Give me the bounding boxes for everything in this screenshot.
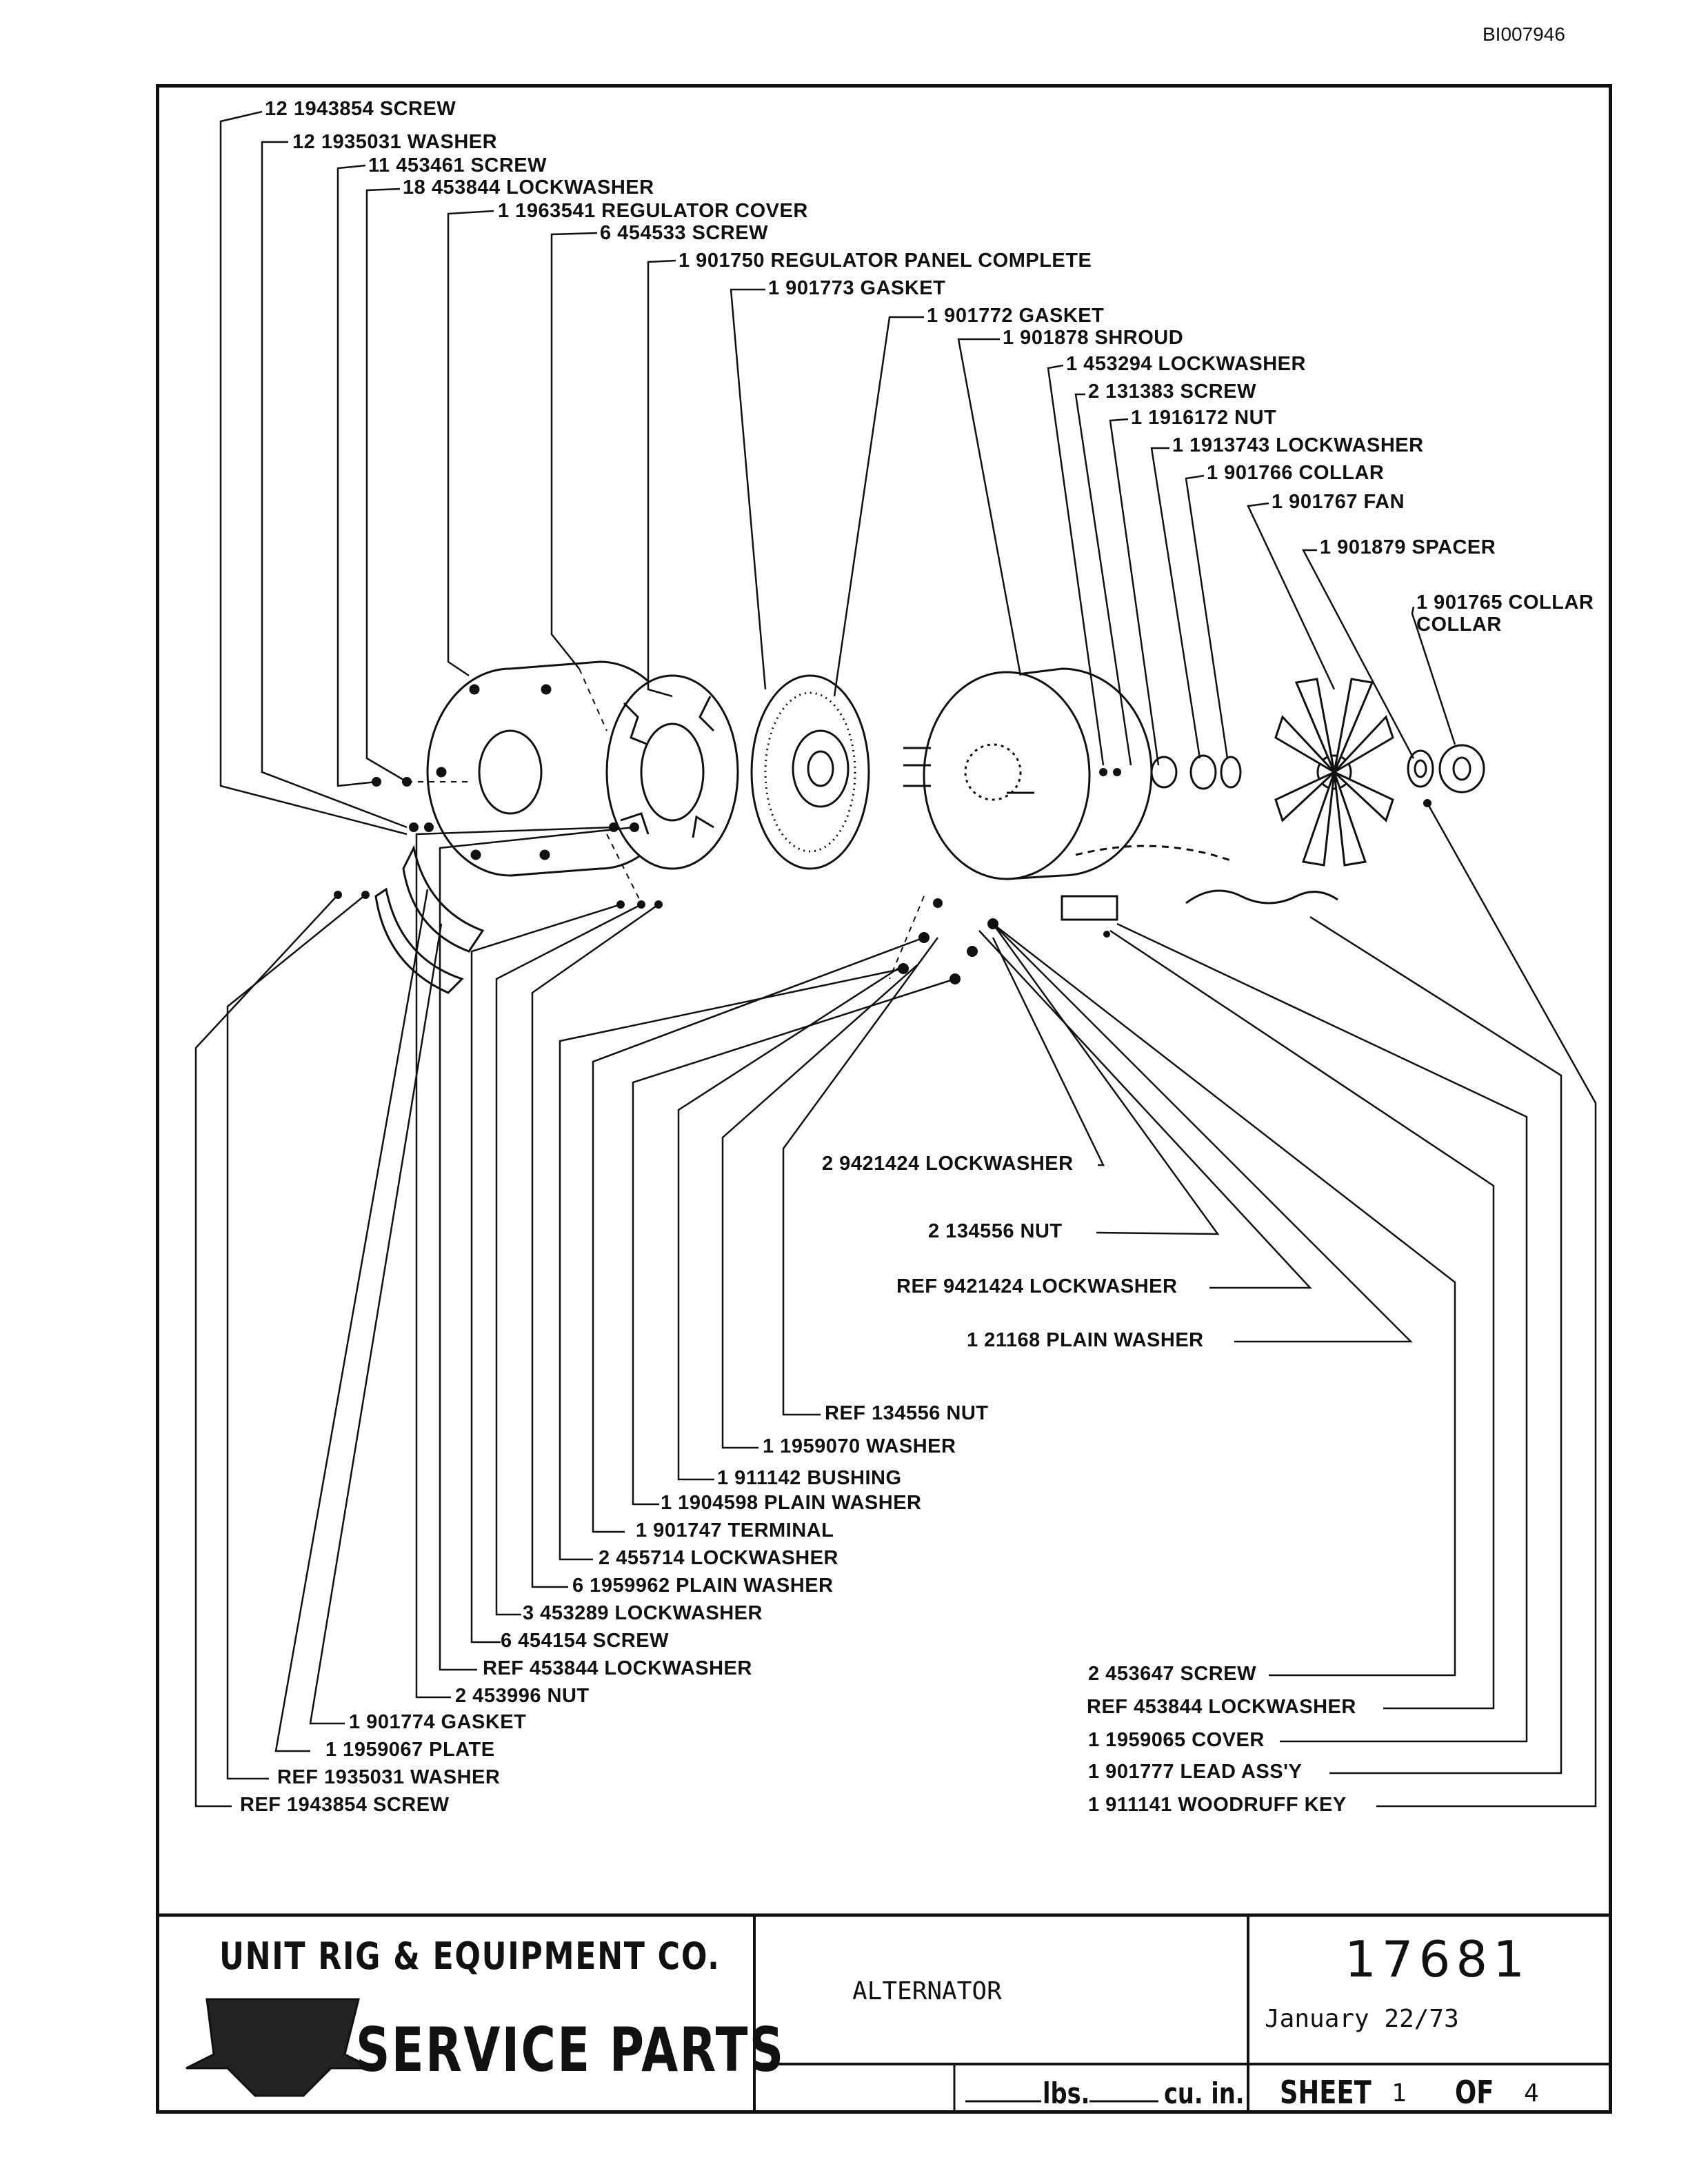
callout-9421424-lockwasher: 2 9421424 LOCKWASHER <box>822 1153 1074 1175</box>
callout-1935031-washer: 12 1935031 WASHER <box>292 131 498 153</box>
callout-453289-lockwasher: 3 453289 LOCKWASHER <box>523 1602 763 1624</box>
callout-901765-collar: 1 901765 COLLAR <box>1416 592 1594 614</box>
callout-454533-screw: 6 454533 SCREW <box>600 222 768 244</box>
callout-453647-screw: 2 453647 SCREW <box>1088 1663 1256 1685</box>
callout-901750-regulator-panel: 1 901750 REGULATOR PANEL COMPLETE <box>679 250 1092 272</box>
callout-1959962-plain-washer: 6 1959962 PLAIN WASHER <box>572 1575 834 1597</box>
callout-1916172-nut: 1 1916172 NUT <box>1131 407 1277 429</box>
shroud-part <box>903 667 1153 880</box>
plate-part <box>374 845 485 994</box>
of-label: OF <box>1455 2074 1494 2111</box>
drawing-date: January 22/73 <box>1265 2005 1459 2033</box>
leader-lines <box>194 110 1597 1808</box>
callout-453844-lockwasher: 18 453844 LOCKWASHER <box>403 176 654 199</box>
weight-unit-label: lbs. <box>1043 2076 1090 2110</box>
drawing-frame <box>156 84 1612 2114</box>
callout-901774-gasket: 1 901774 GASKET <box>349 1711 527 1733</box>
company-name: UNIT RIG & EQUIPMENT CO. <box>219 1934 721 1978</box>
callout-901878-shroud: 1 901878 SHROUD <box>1003 327 1184 349</box>
callout-453461-screw: 11 453461 SCREW <box>368 154 547 176</box>
volume-unit-label: cu. in. <box>1164 2076 1245 2110</box>
regulator-cover-part <box>426 660 684 877</box>
fan-part <box>1274 678 1394 867</box>
callout-ref-453844-lockwasher: REF 453844 LOCKWASHER <box>483 1657 752 1679</box>
callout-901766-collar: 1 901766 COLLAR <box>1207 462 1385 484</box>
assembly-centerlines <box>407 668 925 980</box>
callout-454154-screw: 6 454154 SCREW <box>501 1630 669 1652</box>
callout-134556-nut: 2 134556 NUT <box>928 1220 1063 1242</box>
sheet-total: 4 <box>1524 2079 1539 2107</box>
callout-1959070-washer: 1 1959070 WASHER <box>763 1435 956 1457</box>
callout-453996-nut: 2 453996 NUT <box>455 1685 590 1707</box>
document-id: BI007946 <box>1483 23 1565 45</box>
callout-ref-134556-nut: REF 134556 NUT <box>825 1402 989 1424</box>
callout-1904598-plain-washer: 1 1904598 PLAIN WASHER <box>661 1492 922 1514</box>
callout-901747-terminal: 1 901747 TERMINAL <box>636 1519 834 1541</box>
callout-ref-1935031-washer: REF 1935031 WASHER <box>277 1766 501 1788</box>
callout-911141-woodruff-key: 1 911141 WOODRUFF KEY <box>1088 1794 1347 1816</box>
lead-assembly-part <box>1061 845 1338 921</box>
callout-ref-9421424-lockwasher: REF 9421424 LOCKWASHER <box>896 1275 1178 1297</box>
callout-901772-gasket: 1 901772 GASKET <box>927 305 1105 327</box>
drawing-number: 17681 <box>1345 1930 1531 1988</box>
service-parts-heading: SERVICE PARTS <box>356 2014 785 2085</box>
callout-901879-spacer: 1 901879 SPACER <box>1320 536 1496 558</box>
sheet-label: SHEET <box>1280 2074 1372 2111</box>
callout-131383-screw: 2 131383 SCREW <box>1088 381 1256 403</box>
callout-1959067-plate: 1 1959067 PLATE <box>325 1739 495 1761</box>
callout-901767-fan: 1 901767 FAN <box>1272 491 1405 513</box>
callout-21168-plain-washer: 1 21168 PLAIN WASHER <box>967 1329 1204 1351</box>
callout-1913743-lockwasher: 1 1913743 LOCKWASHER <box>1172 434 1424 456</box>
callout-1943854-screw: 12 1943854 SCREW <box>265 98 456 120</box>
callout-911142-bushing: 1 911142 BUSHING <box>717 1467 902 1489</box>
callout-1963541-regulator-cover: 1 1963541 REGULATOR COVER <box>498 200 808 222</box>
callout-ref-453844-lockwasher-right: REF 453844 LOCKWASHER <box>1087 1696 1356 1718</box>
callout-ref-1943854-screw: REF 1943854 SCREW <box>240 1794 450 1816</box>
regulator-panel-part <box>605 674 739 870</box>
callout-1959065-cover: 1 1959065 COVER <box>1088 1729 1265 1751</box>
callout-453294-lockwasher: 1 453294 LOCKWASHER <box>1066 353 1306 375</box>
callout-collar-continuation: COLLAR <box>1416 614 1502 636</box>
callout-901773-gasket: 1 901773 GASKET <box>768 277 946 299</box>
callout-455714-lockwasher: 2 455714 LOCKWASHER <box>599 1547 838 1569</box>
drawing-title: ALTERNATOR <box>852 1977 1002 2005</box>
unit-rig-logo-mark <box>185 1998 373 2097</box>
sheet-number: 1 <box>1391 2079 1407 2107</box>
callout-901777-lead-assy: 1 901777 LEAD ASS'Y <box>1088 1761 1303 1783</box>
collar-and-spacer-parts <box>1150 744 1485 793</box>
gasket-part <box>750 674 870 870</box>
